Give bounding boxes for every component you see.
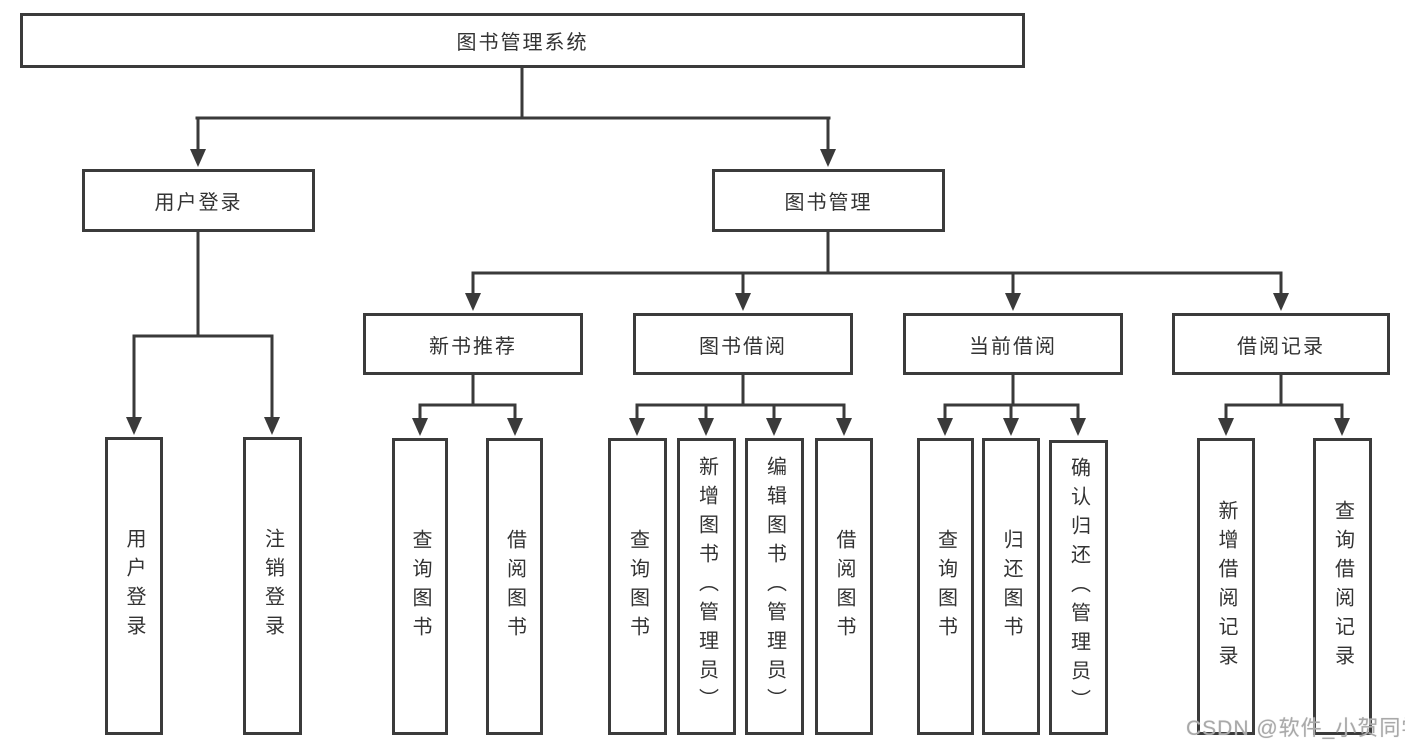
arrowhead — [629, 418, 645, 436]
arrowhead — [126, 417, 142, 435]
leaf-add-books-admin: 新增图书（管理员） — [677, 438, 736, 735]
node-user-login-label: 用户登录 — [154, 192, 243, 214]
leaf-user-login-label: 用户登录 — [123, 528, 145, 644]
node-root-label: 图书管理系统 — [456, 32, 589, 54]
arrowhead — [412, 418, 428, 436]
leaf-confirm-return-admin-label: 确认归还（管理员） — [1067, 457, 1090, 718]
leaf-borrow-books-recommend: 借阅图书 — [486, 438, 543, 735]
edge-new-book-branch — [418, 373, 517, 423]
arrowhead — [766, 418, 782, 436]
edge-current-borrow-branch — [943, 373, 1080, 423]
leaf-borrow-books-label: 借阅图书 — [833, 528, 855, 645]
node-book-borrow: 图书借阅 — [633, 313, 853, 375]
leaf-user-login: 用户登录 — [105, 437, 163, 735]
arrowhead — [820, 149, 836, 167]
leaf-logout: 注销登录 — [243, 437, 302, 735]
arrowhead — [698, 418, 714, 436]
arrowhead — [190, 149, 206, 167]
arrowhead — [465, 293, 481, 311]
leaf-query-books-recommend-label: 查询图书 — [409, 528, 431, 645]
leaf-borrow-books-recommend-label: 借阅图书 — [503, 528, 526, 645]
leaf-return-books: 归还图书 — [982, 438, 1040, 735]
arrowhead — [1334, 418, 1350, 436]
arrowhead — [507, 418, 523, 436]
edge-book-borrow-branch — [635, 373, 846, 423]
arrowhead — [1070, 418, 1086, 436]
edge-borrow-records-branch — [1224, 373, 1344, 423]
edge-user-login-branch — [132, 230, 274, 422]
leaf-query-books-recommend: 查询图书 — [392, 438, 448, 735]
arrowhead — [1003, 418, 1019, 436]
arrowhead — [1005, 293, 1021, 311]
leaf-add-borrow-record: 新增借阅记录 — [1197, 438, 1255, 735]
leaf-confirm-return-admin: 确认归还（管理员） — [1049, 440, 1108, 735]
arrowhead — [264, 417, 280, 435]
edge-book-management-branch — [471, 230, 1283, 298]
node-root: 图书管理系统 — [20, 13, 1025, 68]
leaf-borrow-books: 借阅图书 — [815, 438, 873, 735]
leaf-edit-books-admin-label: 编辑图书（管理员） — [763, 456, 786, 717]
leaf-query-borrow-record-label: 查询借阅记录 — [1331, 499, 1354, 674]
arrowhead — [1218, 418, 1234, 436]
leaf-logout-label: 注销登录 — [261, 528, 284, 644]
leaf-return-books-label: 归还图书 — [1000, 528, 1022, 645]
leaf-query-borrow-record: 查询借阅记录 — [1313, 438, 1372, 735]
leaf-query-books-current: 查询图书 — [917, 438, 974, 735]
node-book-management-label: 图书管理 — [784, 192, 873, 214]
node-borrow-records-label: 借阅记录 — [1237, 335, 1325, 358]
node-current-borrow: 当前借阅 — [903, 313, 1123, 375]
leaf-edit-books-admin: 编辑图书（管理员） — [745, 438, 804, 735]
arrowhead — [1273, 293, 1289, 311]
leaf-add-books-admin-label: 新增图书（管理员） — [695, 456, 718, 717]
node-new-book-recommend: 新书推荐 — [363, 313, 583, 375]
edge-root-to-level2 — [195, 66, 831, 154]
arrowhead — [735, 293, 751, 311]
arrowhead — [836, 418, 852, 436]
node-book-management: 图书管理 — [712, 169, 945, 232]
node-new-book-recommend-label: 新书推荐 — [429, 335, 517, 358]
leaf-query-books-borrow: 查询图书 — [608, 438, 667, 735]
node-user-login: 用户登录 — [82, 169, 315, 232]
csdn-watermark: CSDN @软件_小贺同学 — [1186, 717, 1405, 740]
node-current-borrow-label: 当前借阅 — [969, 335, 1057, 358]
arrowhead — [937, 418, 953, 436]
node-book-borrow-label: 图书借阅 — [699, 335, 787, 358]
node-borrow-records: 借阅记录 — [1172, 313, 1390, 375]
leaf-query-books-borrow-label: 查询图书 — [626, 528, 649, 645]
leaf-add-borrow-record-label: 新增借阅记录 — [1215, 499, 1237, 674]
leaf-query-books-current-label: 查询图书 — [934, 528, 957, 645]
